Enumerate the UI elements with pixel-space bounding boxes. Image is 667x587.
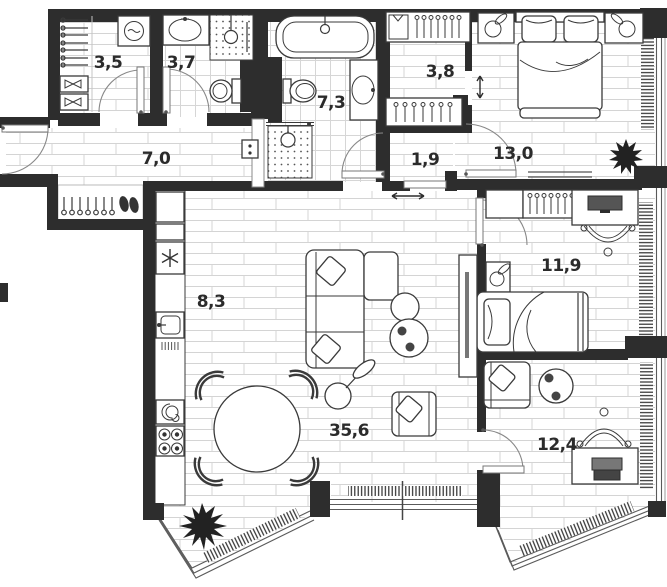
closet-top-icon — [385, 11, 471, 43]
sink-icon — [349, 59, 379, 121]
single-bed-icon — [476, 291, 589, 353]
hanger-rail-icon — [60, 17, 88, 68]
pillow-icon — [316, 256, 346, 286]
tv-unit-icon — [458, 254, 478, 378]
bedroom-second-furniture — [476, 189, 639, 353]
study-area-label: 12,4 — [537, 435, 578, 455]
door-bathroom-large — [341, 132, 385, 179]
slide-arrow-icon — [476, 75, 484, 99]
coffee-tables-icon — [389, 292, 429, 358]
bathtub-icon — [275, 15, 375, 59]
armchair-icon — [391, 391, 437, 437]
toilet-icon — [209, 78, 242, 104]
cabinet-icon — [155, 191, 185, 223]
armchair-icon — [483, 361, 531, 409]
sofa-icon — [305, 249, 399, 369]
door-bedroom-main — [464, 123, 517, 178]
radiator-right-bay — [519, 501, 635, 557]
vestibule-area-label: 1,9 — [411, 150, 440, 170]
dining-set-icon — [193, 369, 320, 487]
sliding-door-living — [391, 180, 447, 200]
right-bay-glazing — [493, 504, 655, 571]
entrance-door — [1, 124, 49, 175]
pillow-icon — [311, 334, 341, 364]
door-wardrobe-small — [98, 66, 145, 114]
living-room-furniture — [305, 249, 478, 437]
plant-icon — [609, 139, 643, 174]
coat-hooks-icon — [61, 197, 115, 216]
doors — [1, 66, 528, 474]
dish-rack-icon — [161, 342, 179, 350]
radiator-bedroom-main — [641, 38, 654, 130]
sink-icon — [162, 14, 210, 46]
wardrobe-walkin-furniture — [385, 11, 471, 127]
radiators — [203, 38, 654, 563]
bathroom-small-area-label: 3,7 — [167, 53, 196, 73]
hallway-furniture — [61, 139, 259, 216]
radiator-left-bay — [203, 507, 301, 563]
kitchen-furniture — [155, 191, 320, 550]
kitchen-sink-icon — [155, 311, 185, 350]
desk-chair-icon — [580, 224, 636, 257]
desk-icon — [571, 189, 639, 226]
hob-icon — [155, 425, 185, 457]
radiator-bedroom-second — [639, 202, 653, 336]
bedroom-main-furniture — [477, 11, 644, 178]
wardrobe-small-area-label: 3,5 — [94, 53, 123, 73]
hood-icon — [155, 399, 185, 425]
bathroom-small-furniture — [162, 14, 254, 104]
closet-icon — [485, 189, 524, 219]
nightstand-icon — [485, 261, 511, 293]
electric-panel-icon — [241, 139, 259, 159]
radiator-study — [640, 362, 653, 490]
door-bathroom-small — [162, 66, 210, 114]
drawer-boxes-icon — [59, 75, 89, 111]
side-table-icon — [538, 368, 574, 404]
desk-icon — [571, 447, 639, 485]
radiator-living — [348, 486, 462, 496]
shower-icon — [266, 122, 314, 179]
cabinet-icon — [155, 223, 185, 241]
nightstand-icon — [477, 12, 515, 44]
fridge-icon — [155, 241, 185, 275]
double-bed-icon — [515, 11, 605, 119]
plant-icon — [179, 503, 227, 550]
living-room-area-label: 35,6 — [329, 421, 369, 441]
nightstand-icon — [604, 12, 644, 44]
sliding-door-wardrobe-walkin — [476, 75, 484, 99]
shoes-icon — [119, 196, 139, 213]
desk-chair-icon — [576, 407, 632, 448]
wardrobe-walkin-area-label: 3,8 — [426, 62, 455, 82]
toilet-icon — [282, 78, 317, 104]
washing-machine-icon — [117, 15, 151, 47]
bathroom-large-furniture — [266, 15, 379, 179]
east-glazing — [655, 22, 663, 503]
wardrobe-small-furniture — [59, 15, 151, 112]
bathroom-large-area-label: 7,3 — [317, 93, 346, 113]
study-furniture — [483, 361, 639, 485]
door-study — [481, 428, 525, 474]
rug-icon — [528, 171, 592, 178]
hanger-rack-icon — [522, 189, 578, 219]
floor-vestibule — [388, 133, 453, 180]
room-labels: 3,5 3,7 7,3 3,8 13,0 7,0 1,9 11,9 8,3 35… — [94, 53, 582, 455]
bedroom-second-area-label: 11,9 — [541, 256, 581, 276]
kitchen-area-label: 8,3 — [197, 292, 226, 312]
hallway-area-label: 7,0 — [142, 149, 171, 169]
bedroom-main-area-label: 13,0 — [493, 144, 534, 164]
shower-icon — [209, 14, 254, 61]
floor-lamp-icon — [324, 359, 376, 410]
hanger-rack-icon — [385, 97, 463, 127]
slide-arrow-icon — [391, 192, 425, 200]
